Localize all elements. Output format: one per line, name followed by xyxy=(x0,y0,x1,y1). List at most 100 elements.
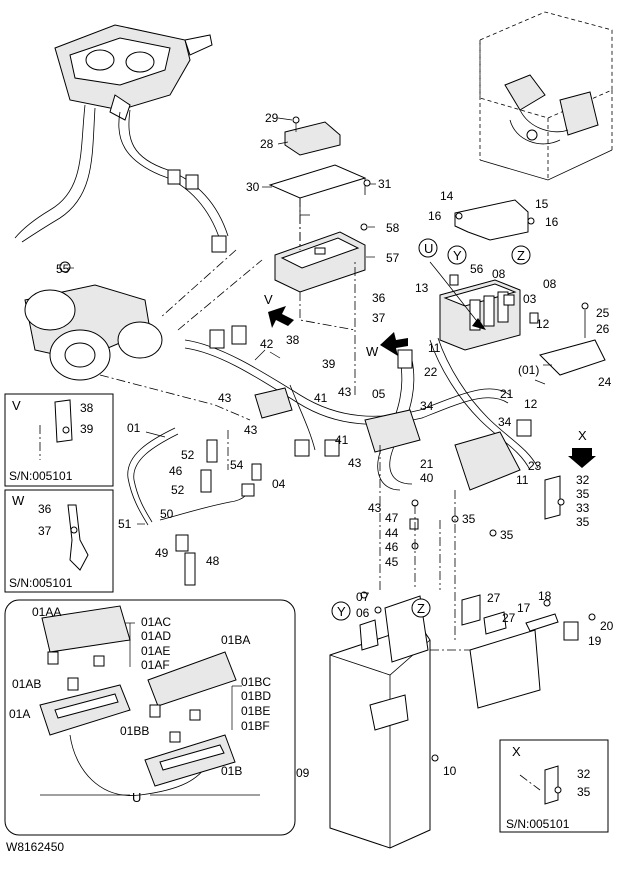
callout-36: 36 xyxy=(372,291,386,305)
callout-35-a: 35 xyxy=(576,487,590,501)
callout-34-right: 34 xyxy=(498,415,512,429)
callout-21-right: 21 xyxy=(500,387,514,401)
inset-u-01BD: 01BD xyxy=(241,689,271,703)
callout-33: 33 xyxy=(576,501,590,515)
inset-u-01BB: 01BB xyxy=(120,724,149,738)
view-label-v: V xyxy=(264,292,273,307)
inset-u-01BF: 01BF xyxy=(241,719,270,733)
callout-44: 44 xyxy=(385,526,399,540)
callout-12-upper: 12 xyxy=(536,317,550,331)
panel-09 xyxy=(329,591,596,849)
callout-45: 45 xyxy=(385,555,399,569)
callout-01: 01 xyxy=(127,421,141,435)
view-letters: V W X U Y Z Y Z U xyxy=(132,241,587,805)
inset-w-36: 36 xyxy=(38,502,52,516)
callout-16-right: 16 xyxy=(545,215,559,229)
inset-u-connectors xyxy=(39,605,260,796)
callout-31: 31 xyxy=(378,177,392,191)
inset-x-serial: S/N:005101 xyxy=(506,817,570,831)
callout-19: 19 xyxy=(588,634,602,648)
inset-x-title: X xyxy=(512,744,521,759)
right-small-parts xyxy=(409,475,565,590)
callout-11-upper: 11 xyxy=(428,341,441,355)
inset-u-01AD: 01AD xyxy=(141,629,171,643)
callout-12-lower: 12 xyxy=(524,397,538,411)
callout-49: 49 xyxy=(155,546,169,560)
callout-17: 17 xyxy=(517,601,531,615)
inset-x-box xyxy=(499,739,609,833)
view-label-y-lower: Y xyxy=(337,604,346,619)
pump-motor-55 xyxy=(24,261,163,381)
callout-34-left: 34 xyxy=(420,399,434,413)
callout-42: 42 xyxy=(260,337,274,351)
callout-05: 05 xyxy=(372,387,386,401)
inset-w-title: W xyxy=(12,493,25,508)
callout-21-lower: 21 xyxy=(420,457,434,471)
callout-43-b: 43 xyxy=(338,385,352,399)
inset-u-01AC: 01AC xyxy=(141,615,171,629)
inset-v-title: V xyxy=(12,398,21,413)
inset-w-box xyxy=(4,489,114,593)
callout-29: 29 xyxy=(265,111,279,125)
callout-35-b: 35 xyxy=(576,515,590,529)
callout-40: 40 xyxy=(420,471,434,485)
callout-11-lower: 11 xyxy=(516,473,529,487)
inset-u-01AF: 01AF xyxy=(141,658,170,672)
view-label-z-lower: Z xyxy=(417,601,425,616)
view-label-z: Z xyxy=(517,248,525,263)
figure-id: W8162450 xyxy=(6,840,64,854)
callout-38: 38 xyxy=(286,333,300,347)
bracket-14-15 xyxy=(447,199,535,265)
inset-w-bracket xyxy=(67,504,89,571)
callout-32: 32 xyxy=(576,473,590,487)
callout-18: 18 xyxy=(538,589,552,603)
callout-14: 14 xyxy=(440,189,454,203)
callout-13: 13 xyxy=(415,281,429,295)
callout-43-e: 43 xyxy=(368,501,382,515)
inset-v-serial: S/N:005101 xyxy=(9,469,73,483)
callout-50: 50 xyxy=(160,507,174,521)
callout-46-left: 46 xyxy=(169,464,183,478)
cable-01-sensors xyxy=(127,427,262,586)
callout-04: 04 xyxy=(272,477,286,491)
callout-27-lower: 27 xyxy=(502,611,516,625)
callout-09: 09 xyxy=(296,766,310,780)
callout-41-lower: 41 xyxy=(335,433,349,447)
main-wire-harness xyxy=(184,325,539,491)
inset-u-01B: 01B xyxy=(221,764,242,778)
callout-25: 25 xyxy=(596,306,610,320)
callout-46-right: 46 xyxy=(385,540,399,554)
callout-47: 47 xyxy=(385,511,399,525)
callout-22: 22 xyxy=(424,365,438,379)
callout-37: 37 xyxy=(372,311,386,325)
callout-54: 54 xyxy=(230,458,244,472)
inset-u-01BC: 01BC xyxy=(241,675,271,689)
callout-52-lower: 52 xyxy=(171,483,185,497)
view-label-y: Y xyxy=(453,248,462,263)
dashboard-cluster-drawing xyxy=(14,24,229,253)
inset-labels: V 38 39 S/N:005101 W 36 37 S/N:005101 X … xyxy=(9,398,591,831)
callout-43-c: 43 xyxy=(244,423,258,437)
inset-u-01AE: 01AE xyxy=(141,644,170,658)
inset-u-01BA: 01BA xyxy=(221,633,250,647)
callout-58: 58 xyxy=(386,221,400,235)
view-arrows xyxy=(268,261,596,468)
callout-07: 07 xyxy=(356,590,370,604)
inset-v-box xyxy=(4,393,114,487)
callout-41-upper: 41 xyxy=(314,391,328,405)
view-label-x: X xyxy=(578,428,587,443)
callout-24: 24 xyxy=(598,375,612,389)
inset-v-bracket xyxy=(39,399,73,460)
callout-51: 51 xyxy=(118,517,132,531)
cab-location-drawing xyxy=(479,11,613,181)
callout-52-upper: 52 xyxy=(181,448,195,462)
callout-08-right: 08 xyxy=(543,277,557,291)
callout-23: 23 xyxy=(528,459,542,473)
inset-x-32: 32 xyxy=(577,767,591,781)
inset-u-01AA: 01AA xyxy=(32,605,61,619)
center-lines xyxy=(99,215,470,651)
callout-35-c: 35 xyxy=(462,512,476,526)
callout-10: 10 xyxy=(443,764,457,778)
